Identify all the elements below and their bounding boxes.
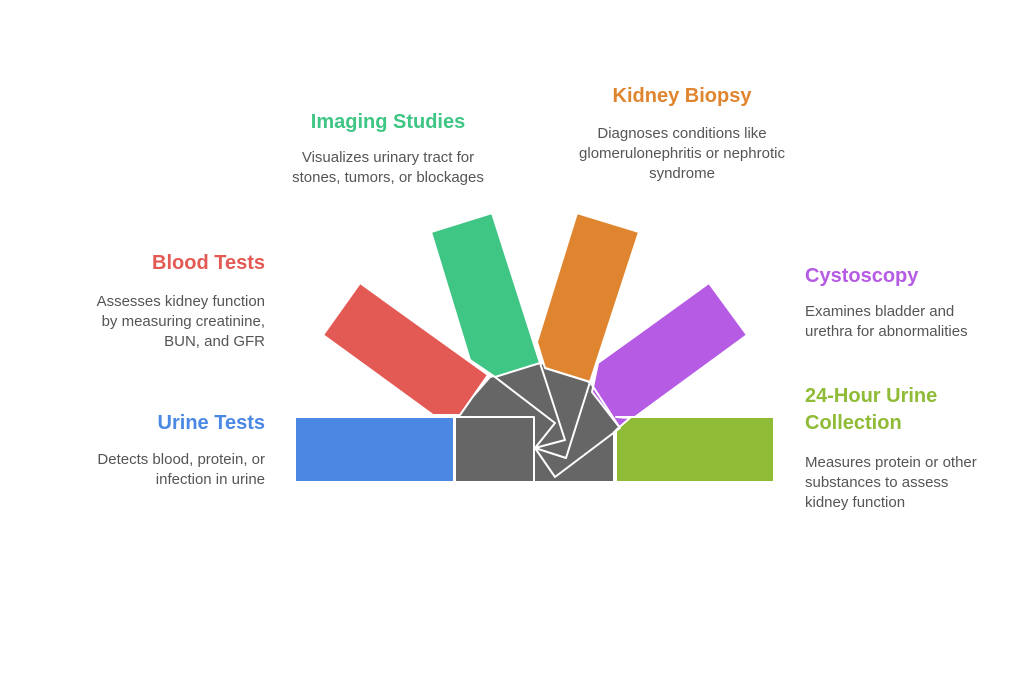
desc-line: by measuring creatinine,: [101, 313, 265, 330]
cystoscopy-title: Cystoscopy: [805, 265, 919, 287]
hub-lines: [455, 362, 621, 482]
desc-line: BUN, and GFR: [164, 333, 265, 350]
kidney-biopsy-desc: Diagnoses conditions like glomerulonephr…: [532, 124, 832, 184]
desc-line: syndrome: [649, 165, 715, 182]
cystoscopy-desc: Examines bladder and urethra for abnorma…: [805, 302, 968, 342]
urine-tests-title: Urine Tests: [157, 412, 265, 434]
blood-tests-title: Blood Tests: [152, 252, 265, 274]
24-hour-urine-desc: Measures protein or other substances to …: [805, 453, 977, 513]
24-hour-urine-title: 24-Hour Urine Collection: [805, 383, 937, 437]
arm-urine-tests: [294, 416, 455, 483]
desc-line: Detects blood, protein, or: [97, 451, 265, 468]
desc-line: urethra for abnormalities: [805, 323, 968, 340]
arm-24-hour-urine: [615, 416, 775, 483]
blood-tests-desc: Assesses kidney function by measuring cr…: [97, 292, 265, 352]
title-line: Collection: [805, 412, 902, 434]
arm-imaging-studies: [430, 212, 541, 378]
desc-line: Assesses kidney function: [96, 293, 265, 310]
urine-tests-desc: Detects blood, protein, or infection in …: [97, 450, 265, 490]
title-line: 24-Hour Urine: [805, 385, 938, 407]
desc-line: Measures protein or other: [805, 454, 977, 471]
desc-line: Examines bladder and: [805, 303, 955, 320]
imaging-studies-desc: Visualizes urinary tract for stones, tum…: [238, 148, 538, 188]
desc-line: stones, tumors, or blockages: [292, 169, 484, 186]
arm-blood-tests: [322, 282, 489, 416]
desc-line: substances to assess: [805, 474, 949, 491]
desc-line: Diagnoses conditions like: [597, 125, 767, 142]
desc-line: Visualizes urinary tract for: [301, 149, 475, 166]
desc-line: kidney function: [805, 494, 906, 511]
kidney-biopsy-title: Kidney Biopsy: [612, 85, 752, 107]
arm-cystoscopy: [591, 282, 748, 429]
desc-line: infection in urine: [155, 471, 265, 488]
imaging-studies-title: Imaging Studies: [310, 111, 466, 133]
desc-line: glomerulonephritis or nephrotic: [579, 145, 785, 162]
